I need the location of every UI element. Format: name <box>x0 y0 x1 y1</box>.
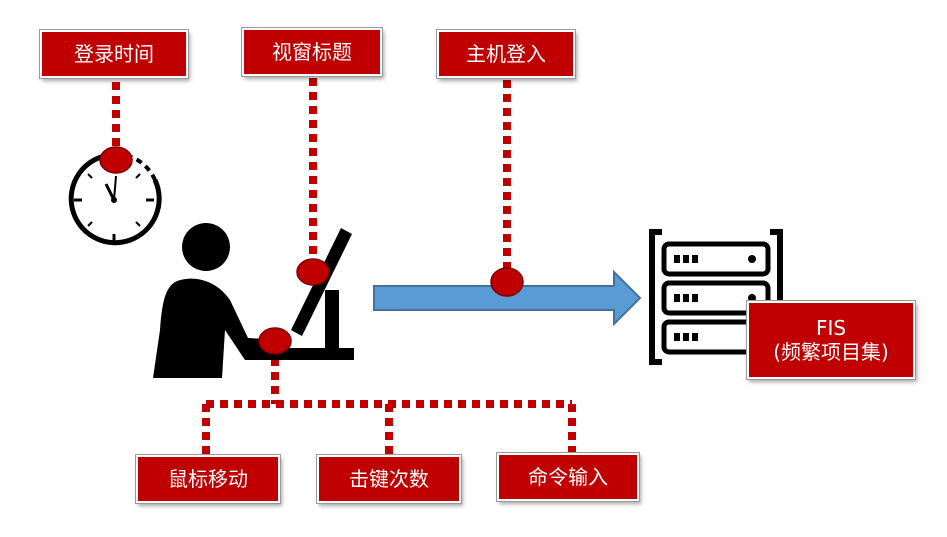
fis-title: FIS <box>815 316 847 340</box>
clock-icon <box>68 152 162 246</box>
connector-dots <box>99 146 524 355</box>
label-keystrokes: 击键次数 <box>317 455 461 503</box>
label-mouse-move: 鼠标移动 <box>136 455 280 503</box>
label-command-input: 命令输入 <box>497 453 639 501</box>
server-rack-icon <box>649 229 783 365</box>
label-window-title: 视窗标题 <box>242 28 382 76</box>
connectors <box>112 78 576 458</box>
dot-hand <box>258 327 292 355</box>
right-arrow-icon <box>373 269 642 327</box>
dot-screen <box>296 258 330 286</box>
fis-subtitle: (频繁项目集) <box>773 340 889 364</box>
dot-arrow <box>490 267 524 297</box>
label-fis: FIS (频繁项目集) <box>747 301 915 379</box>
dot-clock <box>99 146 133 174</box>
person-at-computer-icon <box>153 223 354 378</box>
label-login-time: 登录时间 <box>40 30 188 78</box>
label-host-login: 主机登入 <box>437 30 575 78</box>
